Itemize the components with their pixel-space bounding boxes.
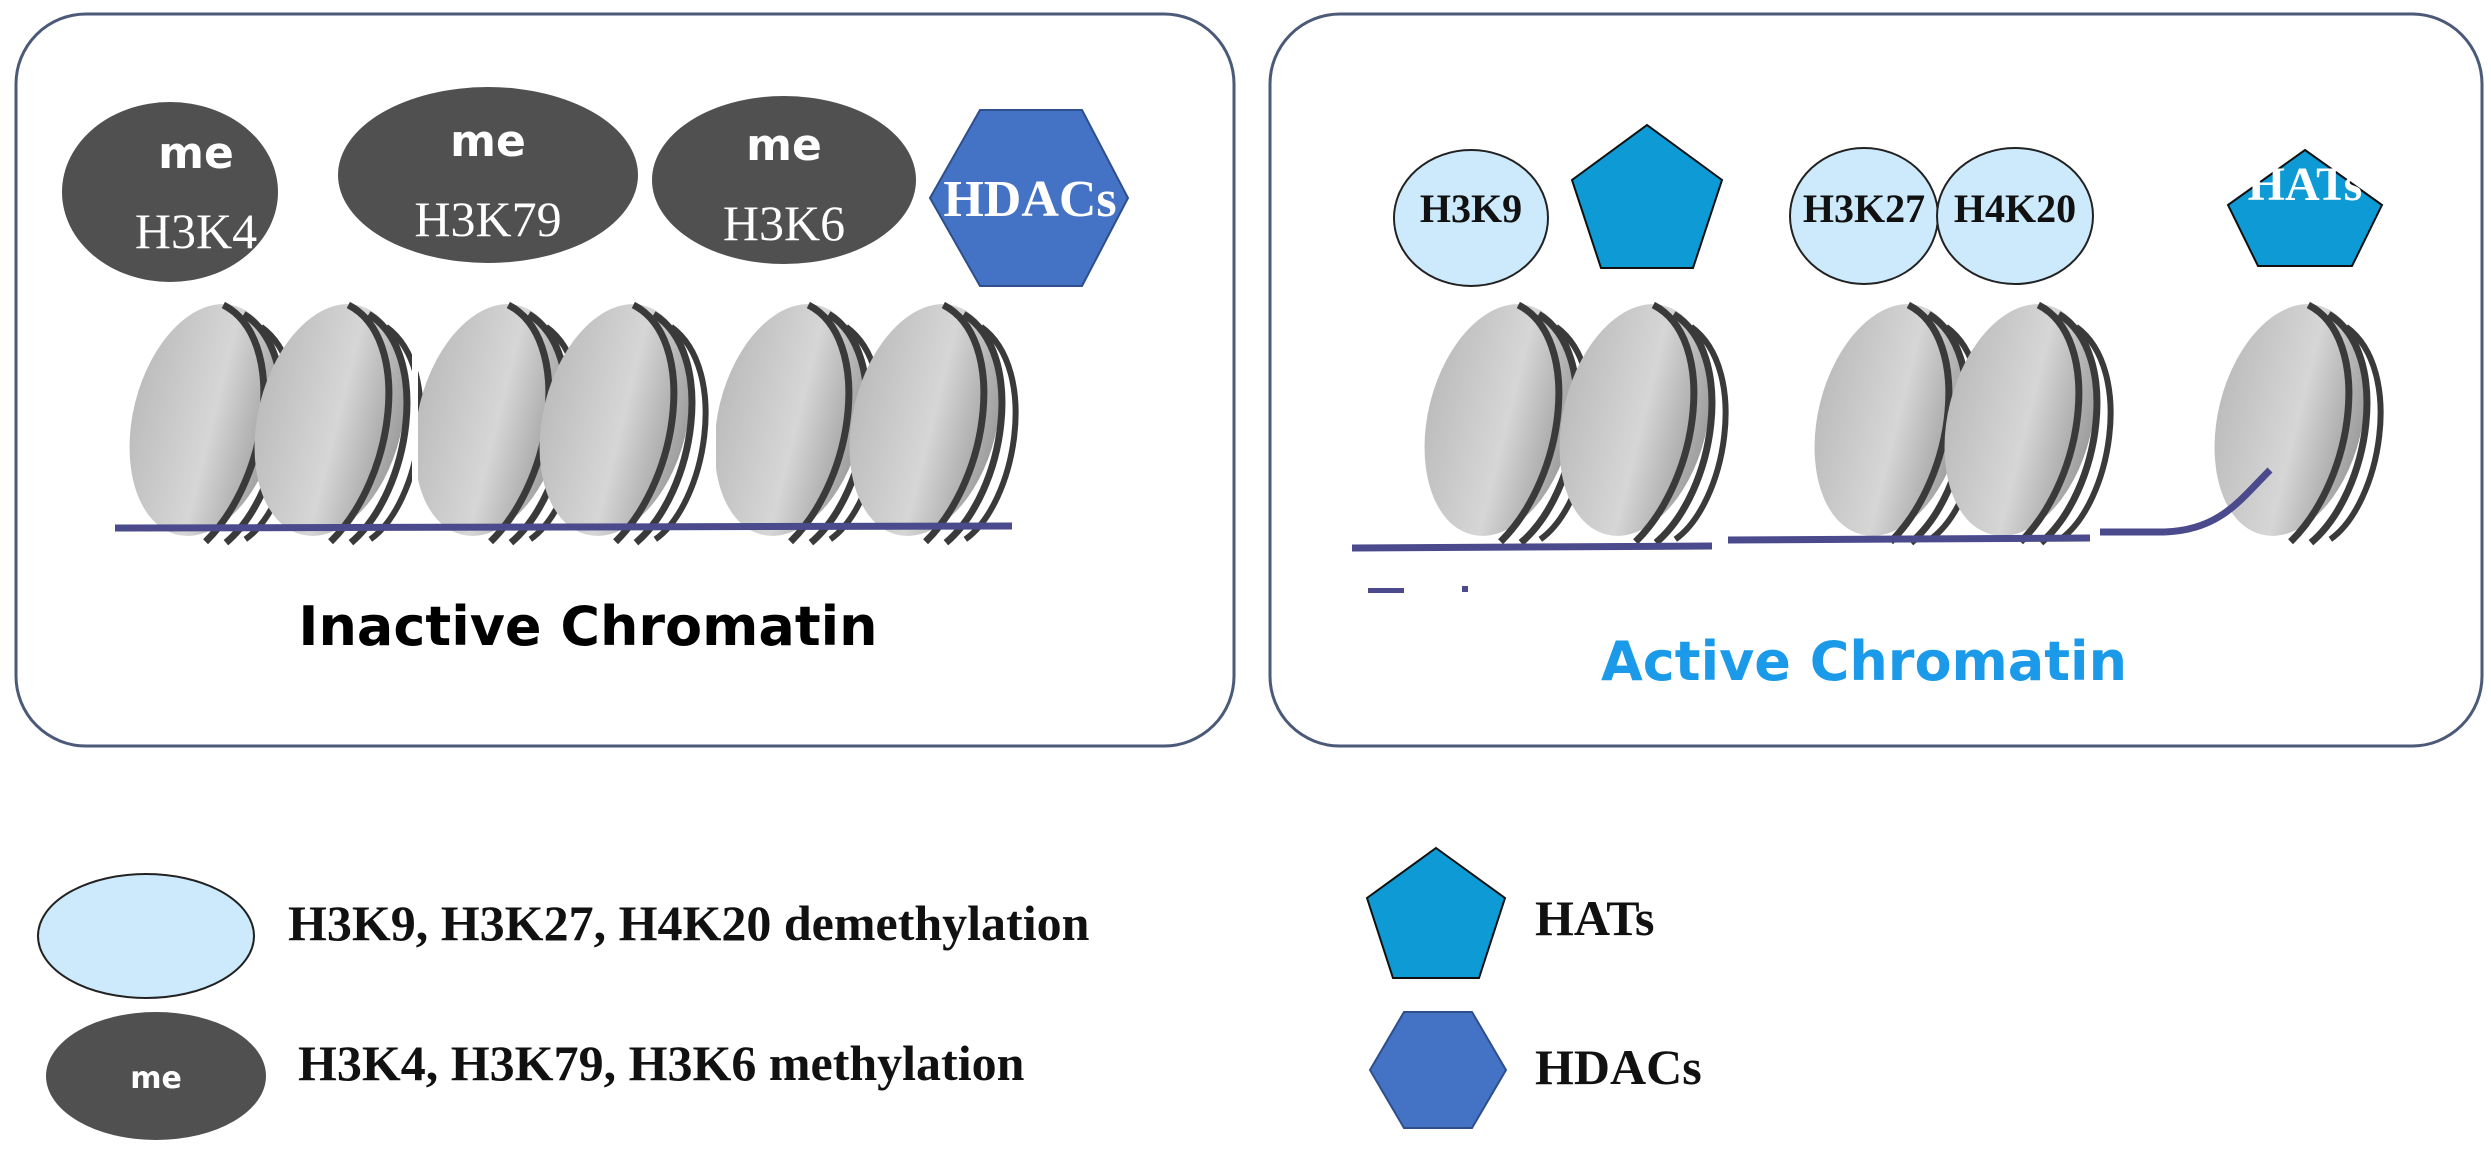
legend-me-symbol: me	[130, 1061, 182, 1096]
demethylation-mark-h4k20: H4K20	[1936, 147, 2094, 285]
active-nucleosome-array	[1351, 288, 2405, 593]
demethylation-mark-h3k27: H3K27	[1789, 147, 1939, 285]
hexagon-icon	[928, 109, 1130, 287]
hat-label: HATs	[2248, 158, 2363, 211]
mark-bottom-label: H3K79	[414, 191, 561, 247]
mark-label: H3K9	[1420, 186, 1522, 231]
legend-item-demethylation: H3K9, H3K27, H4K20 demethylation	[37, 873, 1090, 999]
inactive-chromatin-panel: me H3K4 me H3K79 me H3K6 HDACs Inactive …	[14, 12, 1236, 748]
demethylation-mark-h3k9: H3K9	[1393, 149, 1549, 287]
pentagon-icon	[2226, 148, 2384, 267]
active-caption: Active Chromatin	[1601, 630, 2127, 693]
legend-item-hdacs: HDACs	[1368, 1011, 1702, 1129]
mark-top-label: me	[746, 120, 822, 171]
mark-top-label: me	[158, 128, 234, 179]
hdac-enzyme: HDACs	[928, 109, 1130, 287]
inactive-nucleosome-array	[106, 288, 1040, 552]
dark-ellipse-icon	[46, 1012, 266, 1140]
legend-item-methylation: me H3K4, H3K79, H3K6 methylation	[46, 1012, 1025, 1140]
legend-label: H3K9, H3K27, H4K20 demethylation	[288, 895, 1090, 951]
methylation-mark-h3k6: me H3K6	[652, 96, 916, 264]
methylation-mark-h3k79: me H3K79	[338, 87, 638, 263]
legend-label: HATs	[1535, 890, 1655, 946]
mark-label: H4K20	[1954, 186, 2076, 231]
dna-strand	[2164, 467, 2273, 536]
mark-top-label: me	[450, 116, 526, 167]
dna-strand	[114, 522, 1013, 532]
dna-strand	[1351, 542, 1713, 552]
hdac-label: HDACs	[943, 171, 1116, 228]
dna-strand	[1727, 534, 2091, 544]
hexagon-icon	[1368, 1011, 1508, 1129]
legend-item-hats: HATs	[1365, 846, 1655, 979]
light-ellipse-icon	[37, 873, 255, 999]
pentagon-icon	[1365, 846, 1507, 979]
pentagon-icon	[1570, 123, 1724, 269]
legend-label: HDACs	[1535, 1039, 1702, 1095]
hat-enzyme: HATs	[2226, 148, 2384, 267]
mark-bottom-label: H3K6	[723, 195, 845, 251]
mark-bottom-label: H3K4	[135, 203, 257, 259]
active-chromatin-panel: H3K9 H3K27 H4K20 HATs Active Chromatin	[1268, 12, 2484, 748]
inactive-caption: Inactive Chromatin	[298, 595, 877, 658]
mark-label: H3K27	[1803, 186, 1925, 231]
legend-label: H3K4, H3K79, H3K6 methylation	[298, 1035, 1025, 1091]
methylation-mark-h3k4: me H3K4	[62, 102, 278, 282]
legend: H3K9, H3K27, H4K20 demethylation me H3K4…	[37, 846, 1702, 1140]
